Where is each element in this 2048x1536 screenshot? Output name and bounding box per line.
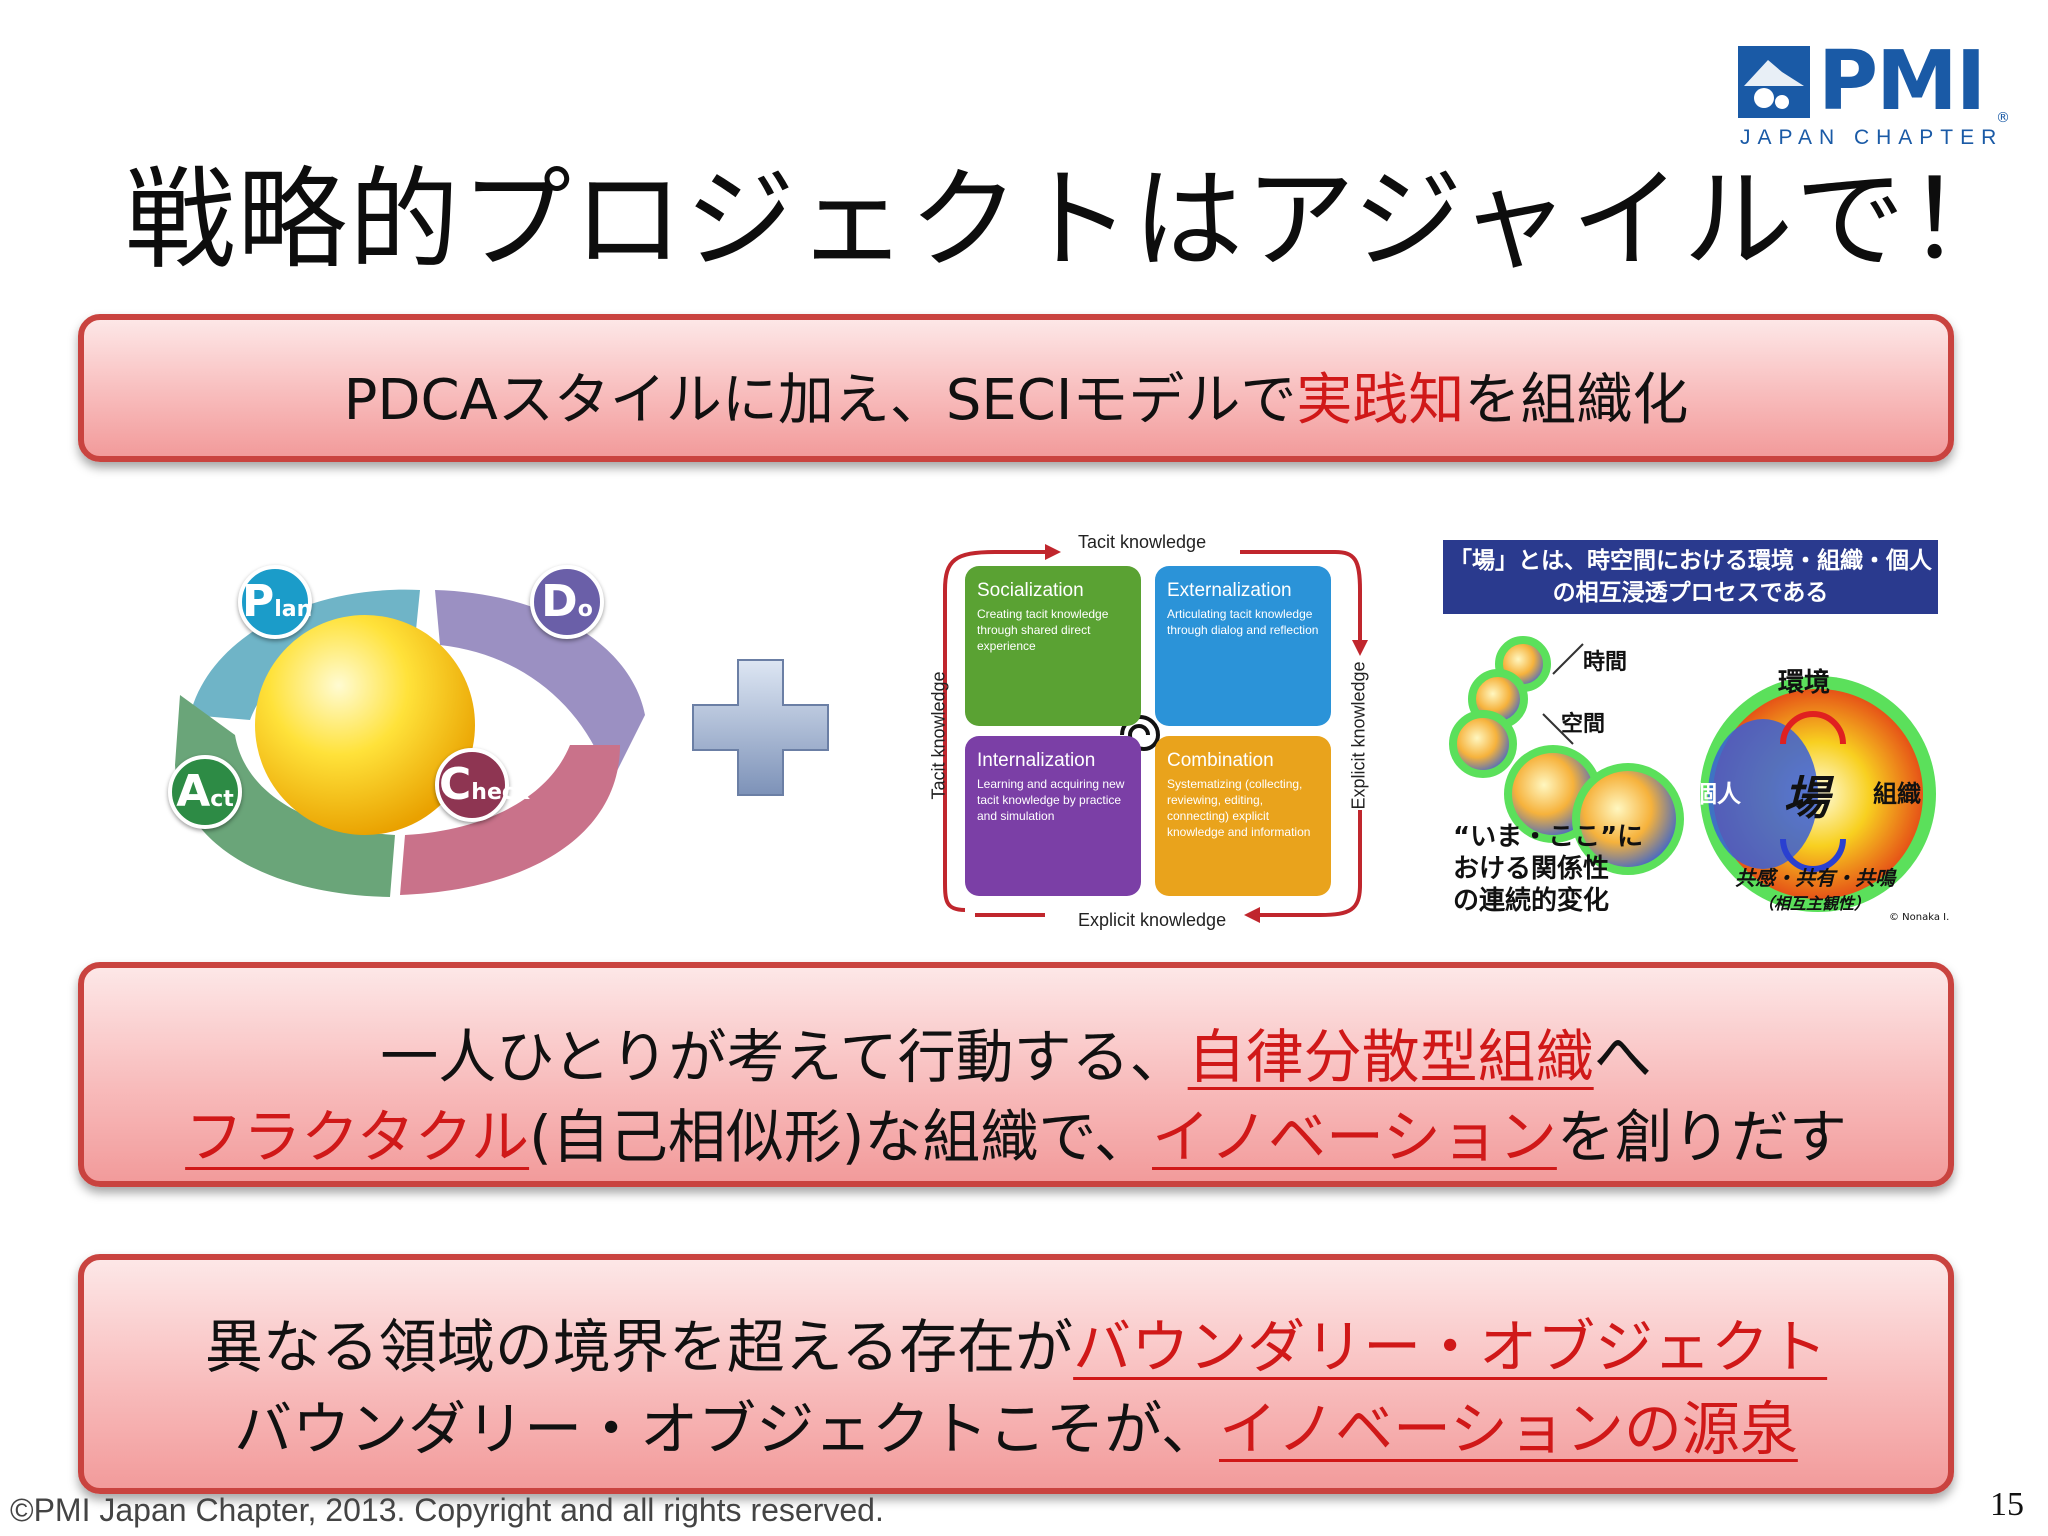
ba-space-label: 空間 [1561,712,1606,737]
box2-line1: 一人ひとりが考えて行動する、自律分散型組織へ [84,1010,1948,1094]
box3-line2: バウンダリー・オブジェクトこそが、イノベーションの源泉 [84,1382,1948,1466]
ba-spheres-graphic [1443,614,1938,930]
ba-herenow-3: の連続的変化 [1453,886,1610,916]
quadrant-externalization: Externalization Articulating tacit knowl… [1155,566,1331,726]
seci-top-label: Tacit knowledge [1078,532,1207,552]
ba-header: 「場」とは、時空間における環境・組織・個人 の相互浸透プロセスである [1443,540,1938,614]
box2-line2-post: を創りだす [1556,1103,1847,1171]
pmi-logo: PMI ® JAPAN CHAPTER [1738,34,2010,160]
ba-header-line2: の相互浸透プロセスである [1552,580,1829,606]
box3-line1-highlight: バウンダリー・オブジェクト [1073,1313,1828,1381]
pdca-cycle-diagram: Plan Do Check Act [150,545,670,915]
box3-line1-pre: 異なる領域の境界を超える存在が [204,1313,1074,1381]
autonomous-org-box: 一人ひとりが考えて行動する、自律分散型組織へ フラクタクル(自己相似形)な組織で… [78,962,1954,1187]
pdca-cycle-graphic [175,589,645,897]
ba-organization-label: 組織 [1873,780,1921,808]
box3-line1: 異なる領域の境界を超える存在がバウンダリー・オブジェクト [84,1300,1948,1384]
do-badge: Do [530,565,604,639]
box2-line2-mid: (自己相似形)な組織で、 [529,1103,1153,1171]
ba-intersubjectivity-label: （相互主観性） [1758,894,1871,913]
ba-individual-label: 個人 [1693,780,1741,808]
seci-bottom-label: Explicit knowledge [1078,910,1227,930]
ba-environment-label: 環境 [1778,668,1831,698]
quadrant-internalization: Internalization Learning and acquiring n… [965,736,1141,896]
logo-subtitle: JAPAN CHAPTER [1740,126,2004,149]
box2-line2: フラクタクル(自己相似形)な組織で、イノベーションを創りだす [84,1090,1948,1174]
box2-line2-highlight2: イノベーション [1152,1103,1557,1171]
copyright-footer: ©PMI Japan Chapter, 2013. Copyright and … [10,1492,884,1528]
check-badge: Check [435,748,530,822]
box2-line1-highlight: 自律分散型組織 [1187,1023,1594,1091]
quadrant-combination: Combination Systematizing (collecting, r… [1155,736,1331,896]
plus-icon [688,655,833,800]
box1-pre: PDCAスタイルに加え、SECIモデルで [343,368,1297,433]
ba-herenow-1: “いま・ここ”に [1453,822,1644,852]
box2-line1-pre: 一人ひとりが考えて行動する、 [380,1023,1188,1091]
logo-letters: PMI [1818,34,1986,129]
seci-left-label: Tacit knowledge [928,671,949,800]
ba-concept-diagram: 「場」とは、時空間における環境・組織・個人 の相互浸透プロセスである [1443,540,1949,930]
boundary-object-box: 異なる領域の境界を超える存在がバウンダリー・オブジェクト バウンダリー・オブジェ… [78,1254,1954,1494]
mt-fuji-logo-icon [1738,46,1810,118]
box1-text: PDCAスタイルに加え、SECIモデルで実践知を組織化 [84,355,1948,436]
page-number: 15 [1990,1486,2024,1523]
seci-right-label: Explicit knowledge [1348,661,1369,810]
box2-line1-post: へ [1593,1023,1652,1091]
seci-model-diagram: Tacit knowledge Explicit knowledge Tacit… [929,530,1375,940]
pdca-seci-box: PDCAスタイルに加え、SECIモデルで実践知を組織化 [78,314,1954,462]
page-title: 戦略的プロジェクトはアジャイルで！ [125,156,2020,284]
ba-label: 場 [1783,771,1829,825]
ba-empathy-label: 共感・共有・共鳴 [1735,866,1895,890]
box1-highlight: 実践知 [1296,368,1465,433]
ba-herenow-2: おける関係性 [1453,854,1610,884]
box3-line2-pre: バウンダリー・オブジェクトこそが、 [234,1395,1219,1463]
logo-registered: ® [1996,110,2010,126]
ba-time-label: 時間 [1583,650,1628,675]
ba-header-line1: 「場」とは、時空間における環境・組織・個人 [1449,548,1932,574]
box1-post: を組織化 [1464,368,1689,433]
quadrant-socialization: Socialization Creating tacit knowledge t… [965,566,1141,726]
box2-line2-highlight1: フラクタクル [185,1103,530,1171]
act-badge: Act [168,755,242,829]
plan-badge: Plan [238,565,312,639]
box3-line2-highlight: イノベーションの源泉 [1219,1395,1798,1463]
ba-credit: © Nonaka I. [1889,912,1950,923]
